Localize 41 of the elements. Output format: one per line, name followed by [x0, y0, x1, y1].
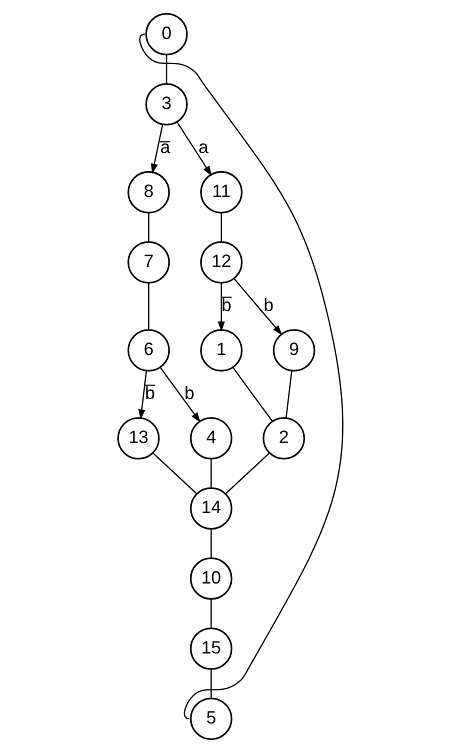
- node-circle: 2: [262, 417, 306, 460]
- node-circle: 4: [190, 417, 232, 460]
- node-circle: 13: [117, 417, 160, 460]
- node-circle: 10: [190, 557, 232, 600]
- connector: [148, 212, 150, 242]
- node-circle: 3: [145, 83, 188, 126]
- arrow: [176, 122, 212, 176]
- edge-label: b: [264, 295, 274, 316]
- arrow: [150, 124, 164, 174]
- node-circle: 8: [127, 171, 170, 214]
- connector: [166, 54, 168, 84]
- edge-label: a̅: [160, 137, 170, 158]
- edge-label: b: [184, 383, 194, 404]
- arrow: [234, 278, 282, 336]
- arrow: [160, 366, 200, 422]
- node-circle: 5: [190, 698, 232, 740]
- connector: [210, 528, 212, 558]
- node-circle: 9: [272, 329, 316, 372]
- connector: [139, 34, 344, 720]
- node-circle: 7: [127, 241, 170, 284]
- node-circle: 12: [200, 241, 243, 284]
- node-circle: 6: [127, 329, 170, 372]
- connector: [220, 212, 222, 242]
- node-circle: 15: [190, 627, 232, 670]
- node-circle: 1: [200, 329, 243, 372]
- node-circle: 11: [200, 171, 243, 214]
- connector: [210, 599, 212, 628]
- connector: [210, 458, 212, 488]
- node-circle: 14: [190, 487, 232, 530]
- edge-label: b̅: [145, 383, 155, 404]
- arrow: [138, 370, 147, 420]
- edge-label: b̅: [222, 295, 232, 316]
- connector: [210, 669, 212, 698]
- connector: [152, 452, 198, 494]
- arrow: [218, 283, 225, 332]
- connector: [286, 370, 292, 418]
- connector: [225, 452, 270, 494]
- connector: [232, 366, 273, 422]
- node-circle: 0: [145, 12, 188, 56]
- edge-label: a: [198, 137, 208, 158]
- connector: [148, 283, 150, 330]
